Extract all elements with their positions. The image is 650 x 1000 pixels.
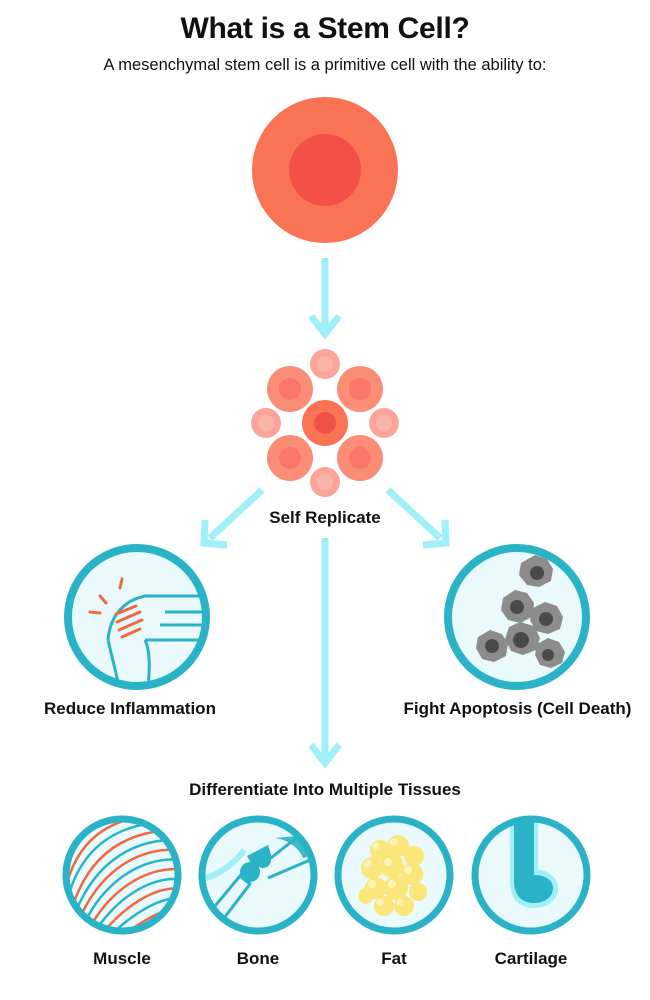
arrow-down-long-icon (308, 538, 342, 769)
replicating-cells-icon (251, 349, 399, 497)
fat-cells-icon (334, 815, 454, 935)
label-reduce-inflammation: Reduce Inflammation (44, 699, 216, 718)
cartilage-icon (471, 815, 591, 935)
label-muscle: Muscle (93, 949, 151, 968)
label-cartilage: Cartilage (494, 949, 568, 968)
label-fight-apoptosis: Fight Apoptosis (Cell Death) (403, 699, 632, 718)
bone-icon (198, 815, 318, 935)
label-bone: Bone (236, 949, 280, 968)
dying-cells-icon (444, 544, 590, 690)
page-subtitle: A mesenchymal stem cell is a primitive c… (103, 56, 547, 74)
arrow-left-down-icon (200, 487, 265, 549)
page-title: What is a Stem Cell? (180, 12, 470, 45)
inflamed-knee-icon (64, 544, 210, 690)
label-self-replicate: Self Replicate (269, 508, 381, 527)
muscle-icon (62, 815, 182, 935)
arrow-right-down-icon (385, 487, 450, 549)
label-fat: Fat (381, 949, 407, 968)
stem-cell-icon (252, 97, 398, 243)
arrow-down-icon (308, 258, 342, 340)
label-differentiate: Differentiate Into Multiple Tissues (189, 780, 461, 799)
